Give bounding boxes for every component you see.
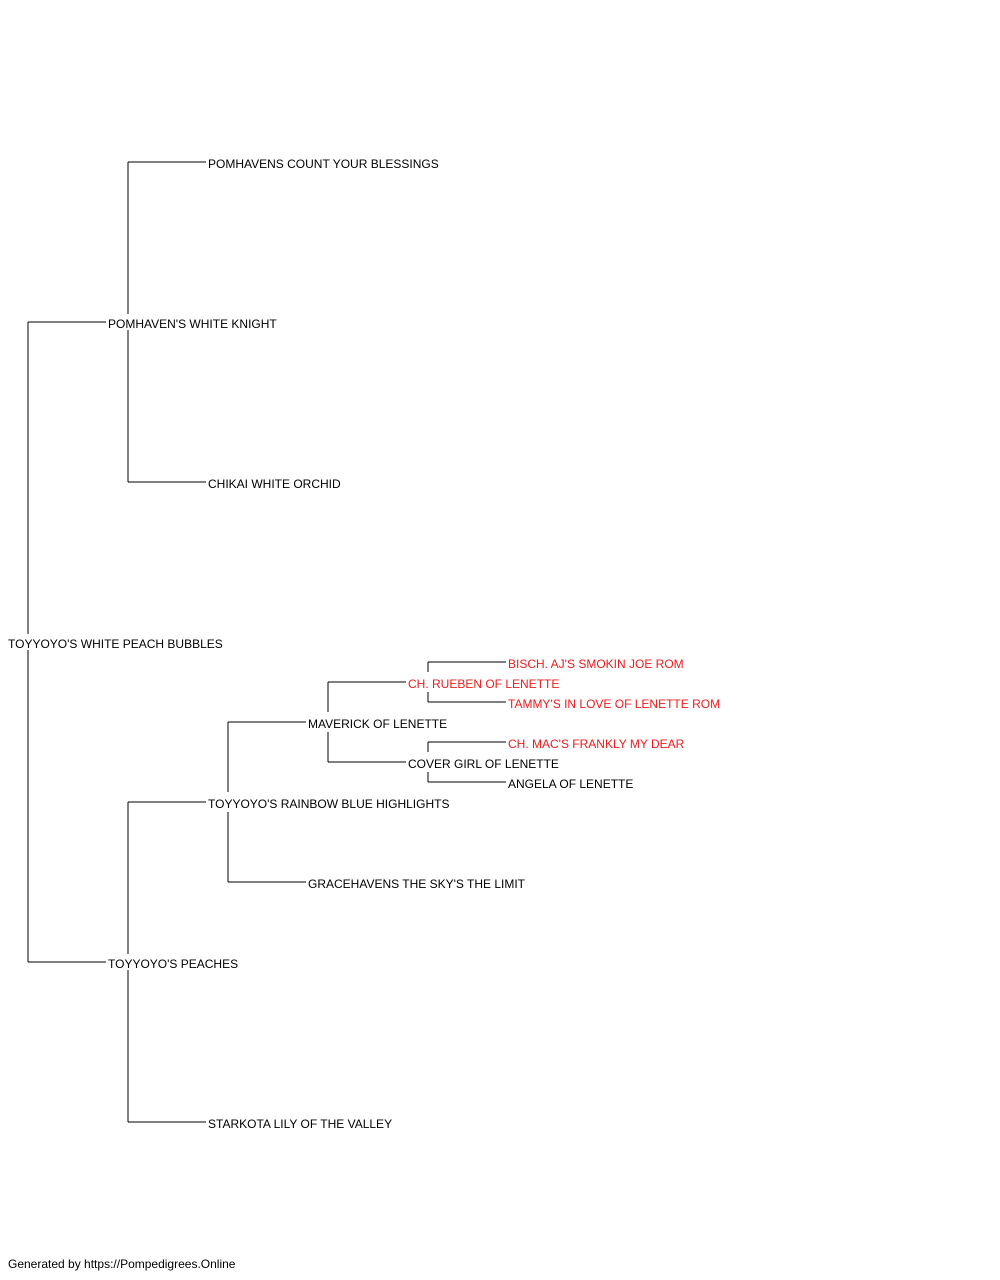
dam-name[interactable]: ANGELA OF LENETTE [508,777,633,791]
dam-name[interactable]: CHIKAI WHITE ORCHID [208,477,341,491]
dam-name[interactable]: COVER GIRL OF LENETTE [408,757,559,771]
dam-name[interactable]: TAMMY'S IN LOVE OF LENETTE ROM [508,697,720,711]
sire-name[interactable]: POMHAVENS COUNT YOUR BLESSINGS [208,157,439,171]
dam-name[interactable]: STARKOTA LILY OF THE VALLEY [208,1117,392,1131]
sire-name[interactable]: CH. MAC'S FRANKLY MY DEAR [508,737,685,751]
subject-name[interactable]: TOYYOYO'S WHITE PEACH BUBBLES [8,637,223,651]
sire-name[interactable]: POMHAVEN'S WHITE KNIGHT [108,317,277,331]
sire-name[interactable]: CH. RUEBEN OF LENETTE [408,677,559,691]
dam-name[interactable]: TOYYOYO'S PEACHES [108,957,238,971]
footer-credit: Generated by https://Pompedigrees.Online [8,1257,236,1271]
sire-name[interactable]: MAVERICK OF LENETTE [308,717,447,731]
sire-name[interactable]: BISCH. AJ'S SMOKIN JOE ROM [508,657,684,671]
sire-name[interactable]: TOYYOYO'S RAINBOW BLUE HIGHLIGHTS [208,797,449,811]
dam-name[interactable]: GRACEHAVENS THE SKY'S THE LIMIT [308,877,526,891]
